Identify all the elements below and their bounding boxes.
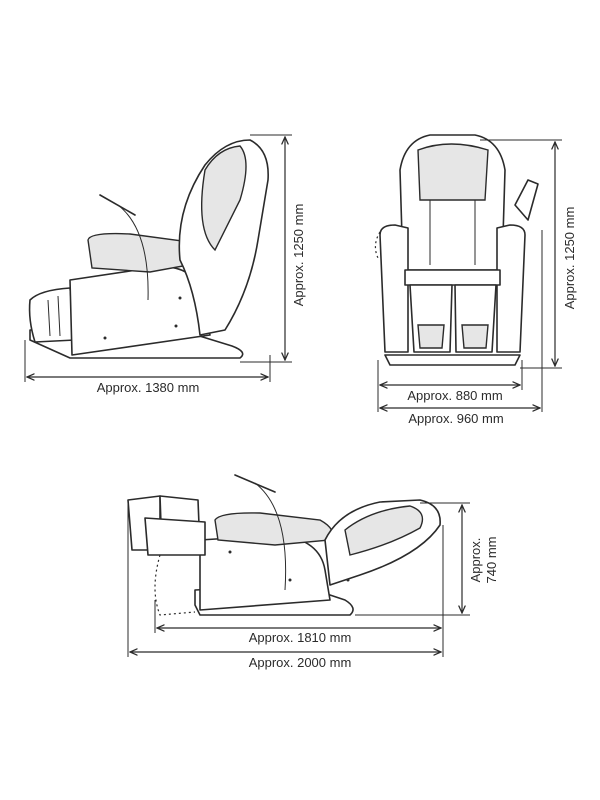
- front-view-inner-width-dimension: Approx. 880 mm: [377, 360, 523, 412]
- side-view-length-dimension: Approx. 1380 mm: [24, 340, 271, 395]
- reclined-view-inner-length-label: Approx. 1810 mm: [249, 630, 352, 645]
- side-view-length-label: Approx. 1380 mm: [97, 380, 200, 395]
- front-view-height-dimension: Approx. 1250 mm: [480, 139, 577, 369]
- side-view-height-dimension: Approx. 1250 mm: [240, 134, 306, 363]
- reclined-view-outer-length-label: Approx. 2000 mm: [249, 655, 352, 670]
- side-view-height-label: Approx. 1250 mm: [291, 204, 306, 307]
- reclined-view-chair-drawing: [127, 474, 441, 616]
- reclined-view-height-label-line1: Approx.: [468, 538, 483, 583]
- front-view-chair-drawing: [374, 134, 539, 366]
- front-view-outer-width-label: Approx. 960 mm: [408, 411, 503, 426]
- side-view-chair-drawing: [28, 139, 269, 359]
- reclined-view-height-label-line2: 740 mm: [484, 537, 499, 584]
- reclined-view-height-dimension: Approx. 740 mm: [355, 502, 499, 616]
- front-view-outer-width-dimension: Approx. 960 mm: [380, 230, 543, 426]
- front-view-height-label: Approx. 1250 mm: [562, 207, 577, 310]
- reclined-view-inner-length-dimension: Approx. 1810 mm: [154, 525, 444, 657]
- front-view-inner-width-label: Approx. 880 mm: [407, 388, 502, 403]
- reclined-view-outer-length-dimension: Approx. 2000 mm: [127, 500, 441, 670]
